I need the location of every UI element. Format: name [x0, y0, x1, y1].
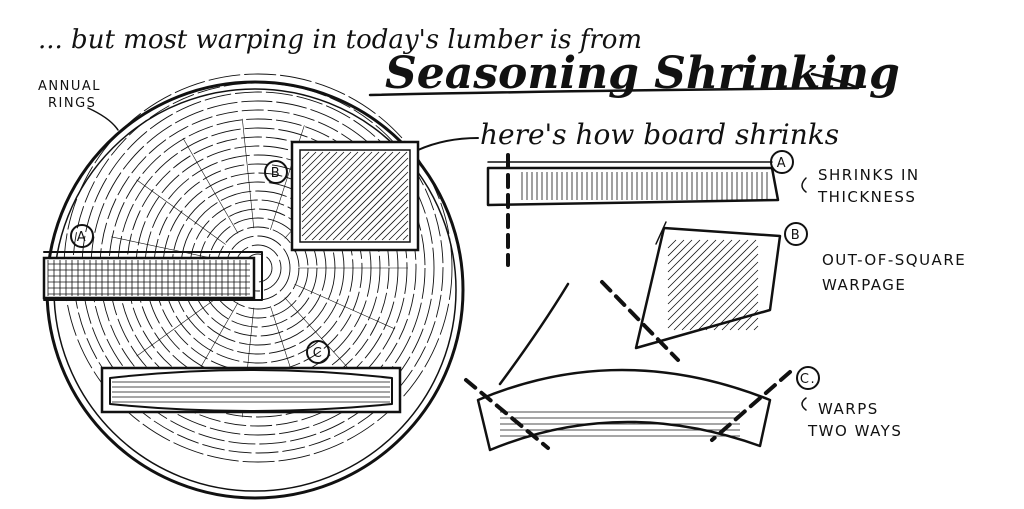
hatch-line — [301, 151, 366, 216]
hatch-line — [402, 234, 409, 241]
hatch-line — [673, 245, 759, 331]
shrink-heading: here's how board shrinks — [480, 118, 839, 151]
hatch-line — [713, 285, 759, 331]
title-underline — [368, 72, 860, 97]
hatch-line — [667, 239, 717, 289]
hatch-line — [667, 239, 741, 313]
hatch-line — [353, 185, 409, 241]
board-b-hatching — [301, 151, 409, 241]
marker-c: C — [306, 340, 330, 364]
svg-text:C: C — [313, 346, 324, 361]
caption-b-line-2: WARPAGE — [822, 276, 906, 294]
caption-b-line-1: OUT-OF-SQUARE — [822, 251, 966, 269]
hatch-line — [667, 239, 749, 321]
hatch-line — [667, 239, 701, 273]
annual-rings-label: ANNUAL RINGS — [38, 79, 119, 131]
marker-a: A — [70, 224, 94, 248]
hatch-line — [304, 151, 394, 241]
hatch-line — [729, 301, 759, 331]
hatch-line — [381, 213, 409, 241]
board-a-in-log — [42, 251, 263, 301]
hatch-line — [301, 151, 324, 174]
board-b-shrunk-hatching — [667, 239, 759, 331]
hatch-line — [753, 325, 759, 331]
board-b-shrunk: B OUT-OF-SQUARE WARPAGE — [600, 221, 966, 362]
hatch-line — [332, 164, 409, 241]
marker-b: B — [264, 160, 288, 184]
board-c-in-log — [100, 366, 402, 414]
hatch-line — [689, 261, 759, 331]
board-c-shrunk: C. WARPS TWO WAYS — [464, 282, 902, 452]
hatch-line — [301, 151, 338, 188]
shrink-marker-b: B — [791, 228, 801, 243]
shrink-marker-a: A — [777, 156, 787, 171]
caption-c-line-1: WARPS — [818, 400, 879, 418]
hatch-line — [301, 151, 331, 181]
hatch-line — [301, 151, 359, 209]
hatch-line — [136, 291, 226, 357]
hatch-line — [721, 293, 759, 331]
ring-line — [90, 100, 426, 436]
hatch-line — [697, 269, 759, 331]
hatch-line — [667, 239, 693, 265]
hatch-line — [301, 151, 373, 223]
hatch-line — [301, 151, 317, 167]
hatch-line — [395, 227, 409, 241]
caption-c-line-2: TWO WAYS — [807, 422, 902, 440]
board-a-shrunk: A SHRINKS IN THICKNESS — [486, 150, 920, 267]
svg-text:RINGS: RINGS — [48, 96, 96, 111]
hatch-line — [681, 253, 759, 331]
hatch-line — [311, 151, 401, 241]
ring-line — [63, 73, 453, 463]
header-line-1: ... but most warping in today's lumber i… — [38, 25, 642, 55]
caption-a-line-2: THICKNESS — [817, 188, 916, 206]
hatch-line — [667, 239, 677, 249]
hatch-line — [301, 151, 380, 230]
hatch-line — [667, 239, 733, 305]
hatch-line — [737, 309, 759, 331]
hatch-line — [136, 179, 226, 245]
board-a-hatching — [47, 260, 250, 296]
caption-a-line-1: SHRINKS IN — [818, 166, 920, 184]
hatch-line — [301, 151, 310, 160]
hatch-line — [242, 118, 255, 229]
hatch-line — [667, 239, 709, 281]
hatch-line — [667, 239, 685, 257]
hatch-line — [318, 151, 408, 241]
hatch-line — [294, 283, 396, 330]
hatch-line — [325, 157, 409, 241]
hatch-line — [301, 151, 345, 195]
hatch-line — [301, 151, 352, 202]
hatch-line — [284, 297, 359, 380]
board-c-hatching — [112, 381, 390, 403]
log-cross-section: A B C — [42, 73, 465, 500]
svg-text:ANNUAL: ANNUAL — [38, 79, 101, 94]
shrink-marker-c: C. — [800, 372, 816, 387]
hatch-line — [745, 317, 759, 331]
hatch-line — [374, 206, 409, 241]
hatch-line — [360, 192, 409, 241]
hatch-line — [301, 151, 387, 237]
hatch-line — [182, 137, 239, 234]
shrink-heading-pointer — [417, 137, 479, 151]
hatch-line — [346, 178, 409, 241]
hatch-line — [339, 171, 409, 241]
hatch-line — [367, 199, 409, 241]
board-a-shrunk-hatching — [521, 172, 768, 200]
hatch-line — [388, 220, 409, 241]
board-c-shrunk-hatching — [500, 411, 740, 437]
board-b-in-log — [290, 140, 420, 252]
hatch-line — [667, 239, 757, 329]
svg-text:A: A — [77, 230, 87, 245]
hatch-line — [111, 236, 219, 260]
hatch-line — [705, 277, 759, 331]
hatch-line — [667, 239, 725, 297]
svg-text:B: B — [271, 166, 281, 181]
